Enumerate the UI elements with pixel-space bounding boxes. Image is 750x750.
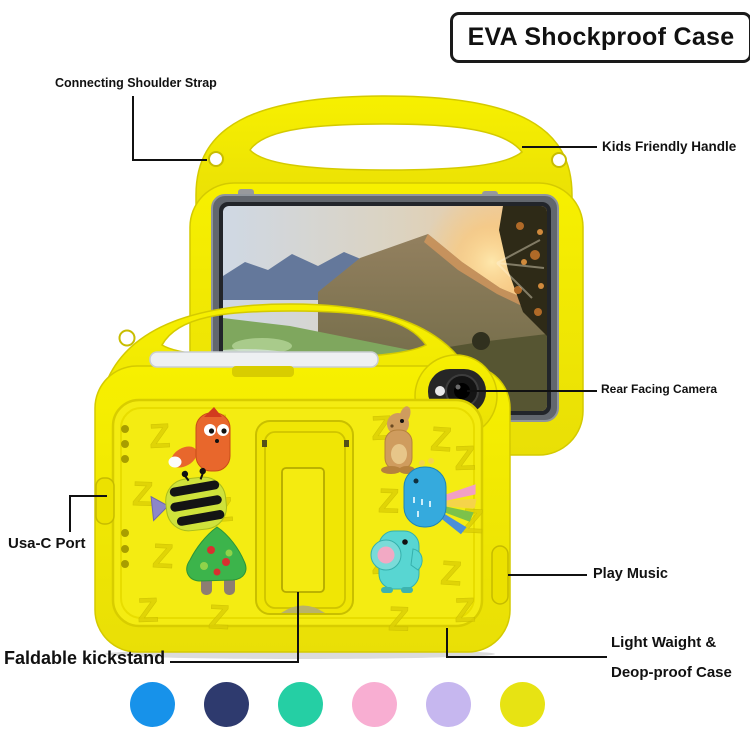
slot-tab — [232, 366, 294, 377]
strap-hole-right — [551, 152, 567, 168]
color-swatch-yellow — [500, 682, 545, 727]
callout-line-usb-port — [69, 495, 107, 532]
tablet-edge-slot — [149, 351, 379, 368]
handle-pin-hole — [472, 332, 490, 350]
kickstand-leg — [281, 467, 325, 593]
title-badge: EVA Shockproof Case — [450, 12, 750, 63]
title-text: EVA Shockproof Case — [467, 23, 735, 51]
peacock-charm-icon — [403, 458, 477, 535]
callout-lines — [69, 96, 607, 663]
svg-text:Z: Z — [152, 537, 175, 576]
svg-text:Z: Z — [208, 598, 231, 637]
svg-text:Z: Z — [137, 591, 159, 630]
callout-line-kickstand — [170, 592, 299, 663]
fox-charm-icon — [168, 407, 231, 472]
label-lightweight-line2: Deop-proof Case — [611, 664, 732, 681]
label-lightweight-line1: Light Waight & — [611, 634, 717, 651]
callout-line-lightweight — [446, 628, 607, 658]
front-strap-hole — [118, 329, 136, 347]
label-play-music: Play Music — [593, 566, 668, 582]
callout-line-shoulder-strap — [132, 96, 207, 161]
color-swatch-pink — [352, 682, 397, 727]
color-swatch-teal — [278, 682, 323, 727]
label-kids-friendly-handle: Kids Friendly Handle — [602, 139, 737, 154]
kickstand — [255, 420, 354, 615]
svg-text:Z: Z — [439, 554, 462, 593]
color-swatch-blue — [130, 682, 175, 727]
bee-charm-icon — [150, 467, 227, 532]
strap-hole-left — [208, 151, 224, 167]
color-swatch-navy — [204, 682, 249, 727]
label-foldable-kickstand: Faldable kickstand — [4, 648, 166, 668]
svg-text:Z: Z — [454, 439, 476, 478]
label-lightweight-dropproof: Light Waight & Deop-proof Case — [611, 628, 732, 688]
label-connecting-shoulder-strap: Connecting Shoulder Strap — [55, 76, 217, 90]
svg-text:Z: Z — [378, 482, 400, 521]
kickstand-notch — [281, 605, 325, 613]
front-case: ZZZZZZZZZZZZZZZZ — [94, 303, 511, 659]
elephant-charm-icon — [370, 530, 423, 593]
speaker-grille — [491, 545, 509, 605]
speaker-holes — [121, 425, 129, 568]
svg-text:Z: Z — [388, 600, 410, 639]
svg-text:Z: Z — [132, 475, 154, 514]
color-swatch-lavender — [426, 682, 471, 727]
svg-text:Z: Z — [148, 417, 171, 456]
label-rear-facing-camera: Rear Facing Camera — [601, 382, 718, 396]
svg-text:Z: Z — [429, 420, 452, 459]
usb-port-flap — [95, 477, 115, 525]
svg-text:Z: Z — [454, 591, 476, 630]
label-usb-c-port: Usa-C Port — [8, 535, 86, 552]
christmas-tree-charm-icon — [186, 526, 247, 595]
